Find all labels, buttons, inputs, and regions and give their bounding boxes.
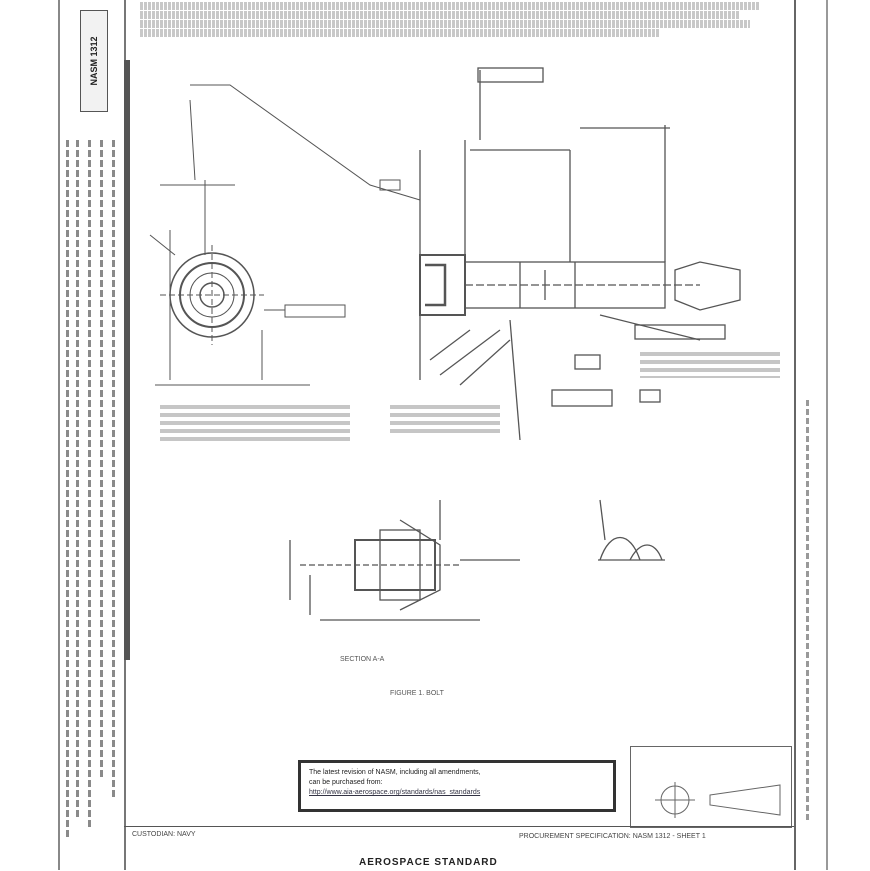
url-notice-link[interactable]: http://www.aia-aerospace.org/standards/n… — [309, 789, 481, 796]
left-border-line — [58, 0, 60, 870]
section-a-a-view — [289, 500, 520, 621]
left-heavy-rule — [124, 60, 130, 660]
end-view-note — [160, 405, 350, 445]
header-note-line — [140, 2, 760, 10]
cage-logo — [655, 782, 781, 818]
header-note-line — [140, 20, 750, 28]
side-view-note — [390, 405, 500, 433]
vertical-note-line — [66, 140, 69, 840]
url-notice-line: The latest revision of NASM, including a… — [309, 769, 481, 776]
procurement-spec-label: PROCUREMENT SPECIFICATION: NASM 1312 - S… — [519, 833, 706, 840]
vertical-revision-notes — [62, 140, 120, 840]
url-notice-box: The latest revision of NASM, including a… — [298, 760, 616, 812]
title-block: CUSTODIAN: NAVY PROCUREMENT SPECIFICATIO… — [124, 826, 794, 871]
header-notes — [140, 2, 780, 38]
url-notice-line: can be purchased from: — [309, 779, 383, 786]
vertical-note-line — [112, 140, 115, 800]
right-note-line — [806, 400, 809, 820]
vertical-note-line — [100, 140, 103, 780]
header-note-line — [140, 11, 740, 19]
custodian-label: CUSTODIAN: NAVY — [132, 831, 196, 838]
vertical-note-line — [76, 140, 79, 820]
thread-detail-view — [598, 499, 665, 561]
section-view-label: SECTION A-A — [340, 656, 385, 663]
figure-caption: FIGURE 1. BOLT — [390, 690, 444, 697]
right-margin-strip — [794, 0, 828, 870]
cage-logo-box — [630, 746, 792, 828]
document-title: AEROSPACE STANDARD — [359, 857, 498, 868]
spec-number-box: NASM 1312 — [80, 10, 108, 112]
bolt-side-view — [419, 67, 741, 441]
header-note-line — [140, 29, 660, 37]
thread-note — [640, 352, 780, 378]
vertical-note-line — [88, 140, 91, 830]
bolt-end-view — [149, 180, 346, 386]
